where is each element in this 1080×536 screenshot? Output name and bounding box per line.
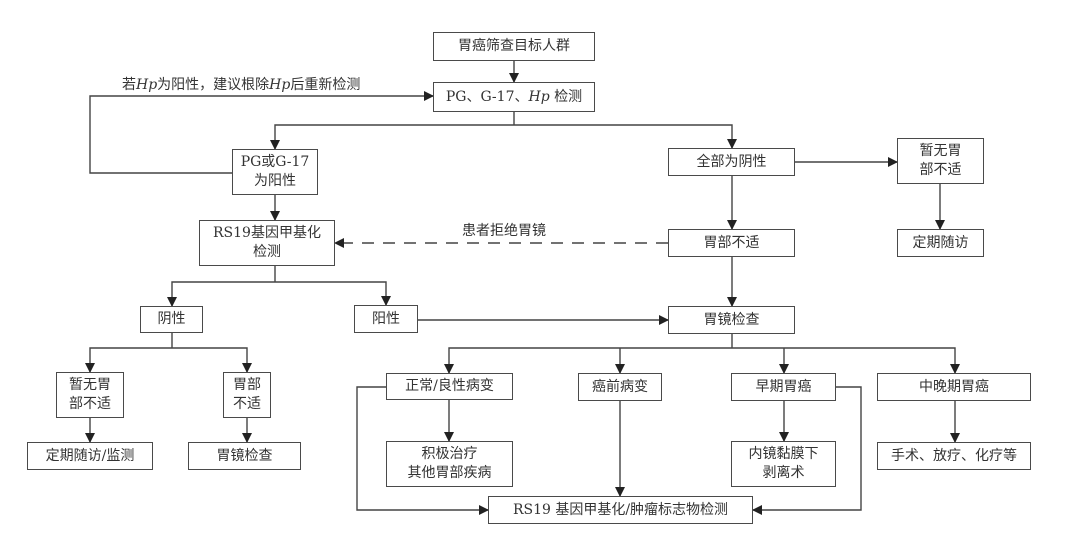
node-early-cancer: 早期胃癌 (731, 373, 836, 401)
edge-rs19-positive (275, 281, 391, 306)
node-no-discomfort-left: 暂无胃 部不适 (56, 372, 124, 418)
node-hp: Hp (528, 88, 550, 105)
node-no-discomfort-right: 暂无胃 部不适 (897, 138, 984, 184)
node-rs19-positive: 阳性 (354, 305, 418, 333)
node-advanced-cancer: 中晚期胃癌 (877, 373, 1031, 401)
note-text: 若 (122, 77, 136, 93)
node-final-test: RS19 基因甲基化/肿瘤标志物检测 (488, 496, 753, 524)
node-discomfort-left: 胃部 不适 (223, 372, 271, 418)
edge-split-normal (444, 347, 732, 374)
node-normal-benign: 正常/良性病变 (386, 373, 513, 400)
node-followup-right: 定期随访 (897, 229, 984, 257)
node-rs19-negative: 阴性 (140, 306, 203, 333)
node-gastroscopy-main: 胃镜检查 (668, 306, 795, 334)
note-text: 为阳性，建议根除 (157, 77, 270, 93)
edge-hp-loop (89, 91, 434, 174)
node-precancerous: 癌前病变 (578, 373, 662, 401)
node-text: PG、G-17、 (445, 88, 529, 105)
node-text: 检测 (549, 88, 583, 105)
node-target-population: 胃癌筛查目标人群 (433, 32, 595, 61)
node-gastroscopy-left: 胃镜检查 (188, 442, 301, 470)
node-treat-other: 积极治疗 其他胃部疾病 (386, 441, 513, 487)
hp-eradication-note: 若Hp为阳性，建议根除Hp后重新检测 (122, 74, 360, 94)
edge-negative-nodiscomfort (85, 347, 172, 373)
refuse-gastroscopy-label: 患者拒绝胃镜 (462, 223, 546, 239)
edge-split-allneg (514, 124, 737, 149)
edge-split-pg (270, 124, 514, 150)
edge-early-final (752, 386, 862, 515)
note-hp: Hp (269, 77, 291, 93)
node-surgery: 手术、放疗、化疗等 (877, 442, 1031, 470)
node-all-negative: 全部为阴性 (668, 148, 795, 176)
edge-negative-discomfort (172, 347, 252, 373)
note-hp: Hp (136, 77, 158, 93)
edge-split-advanced (732, 347, 960, 374)
node-followup-left: 定期随访/监测 (27, 442, 153, 470)
node-esd: 内镜黏膜下 剥离术 (731, 441, 836, 487)
edge-normal-final (356, 386, 489, 515)
node-pg-positive: PG或G-17 为阳性 (232, 149, 318, 195)
edge-rs19-negative (167, 281, 275, 307)
node-discomfort-mid: 胃部不适 (668, 229, 795, 257)
node-rs19-test: RS19基因甲基化 检测 (199, 220, 335, 266)
note-text: 后重新检测 (290, 77, 361, 93)
node-pg-g17-hp-test: PG、G-17、Hp 检测 (433, 82, 595, 112)
